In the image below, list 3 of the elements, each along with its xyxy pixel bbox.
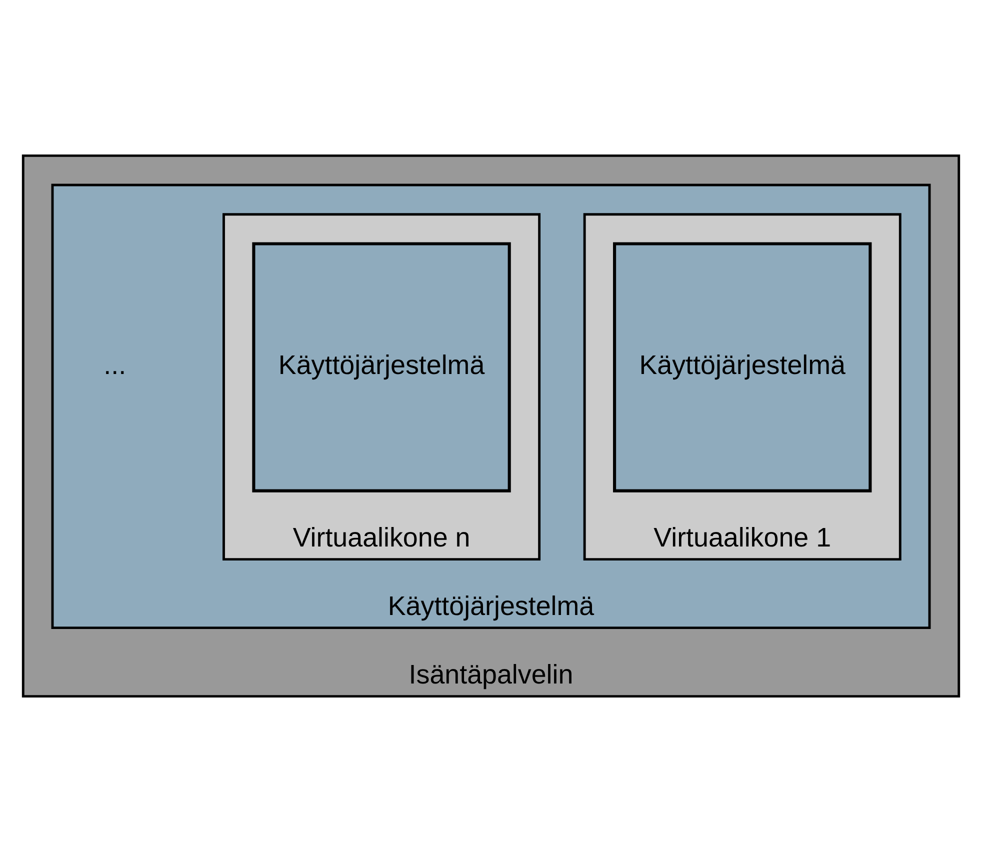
node-box: Käyttöjärjestelmä [252, 242, 511, 492]
label: ... [104, 350, 126, 380]
node-box: Käyttöjärjestelmä [613, 242, 872, 492]
